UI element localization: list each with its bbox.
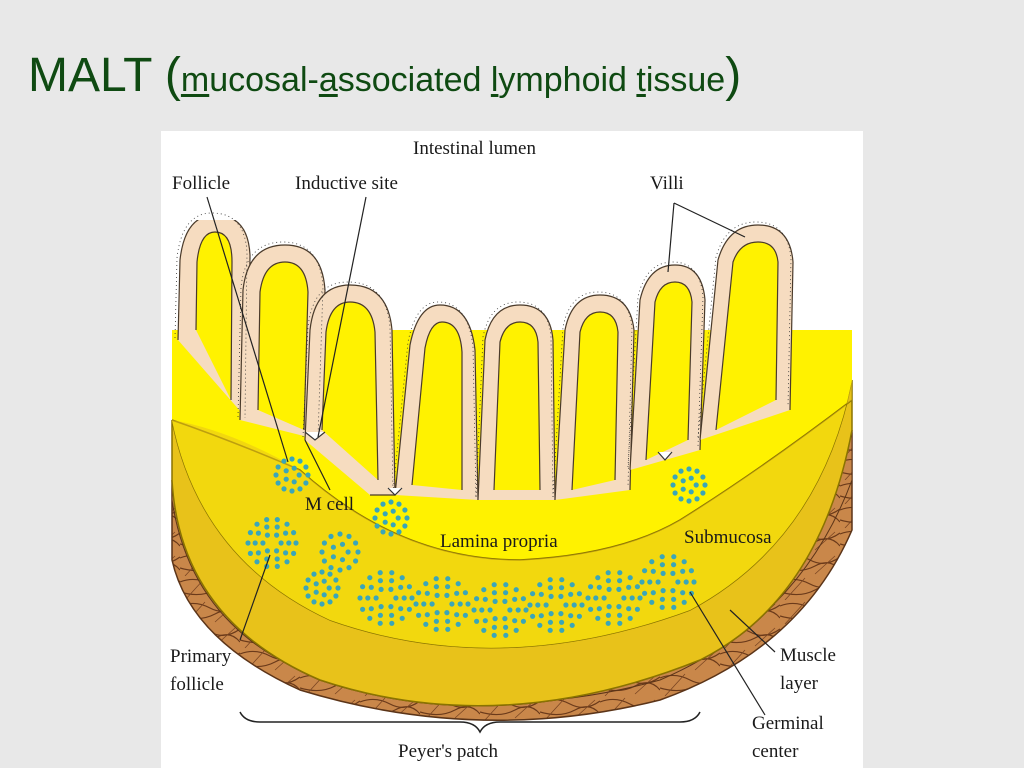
villus [394, 304, 479, 501]
lymphoid-follicle [585, 570, 643, 626]
lymphoid-follicle [319, 531, 361, 573]
title-word-tissue: issue [645, 61, 726, 99]
malt-diagram: Intestinal lumen Follicle Inductive site… [161, 131, 863, 768]
label-intestinal-lumen: Intestinal lumen [413, 138, 536, 159]
label-peyers-patch: Peyer's patch [398, 741, 498, 762]
label-villi: Villi [650, 173, 684, 194]
m-cell [657, 451, 673, 461]
lymphoid-follicle [639, 554, 697, 610]
villus [699, 224, 794, 441]
slide-title: MALT (mucosal-associated lymphoid tissue… [28, 52, 741, 100]
lymphoid-follicle [303, 569, 341, 607]
label-submucosa: Submucosa [684, 527, 772, 548]
label-lamina-propria: Lamina propria [440, 531, 558, 552]
label-muscle-layer-1: Muscle [780, 645, 836, 666]
title-word-associated: ssociated [337, 61, 491, 99]
villus [239, 244, 326, 441]
label-germinal-center-2: center [752, 741, 799, 762]
lymphoid-follicle [413, 576, 471, 632]
label-muscle-layer-2: layer [780, 673, 819, 694]
label-primary-follicle-1: Primary [170, 646, 232, 667]
title-letter-t: t [636, 61, 646, 99]
lymphoid-follicle [471, 582, 529, 638]
title-word-mucosal: ucosal- [209, 61, 319, 99]
label-follicle: Follicle [172, 173, 230, 194]
title-letter-m: m [180, 61, 210, 99]
title-letter-l: l [490, 61, 499, 99]
leader-lines [206, 196, 776, 716]
lymphoid-follicle [372, 499, 410, 537]
label-germinal-center-1: Germinal [752, 713, 824, 734]
peyers-patch-brace [239, 711, 701, 734]
villus [177, 220, 251, 421]
title-letter-a: a [318, 61, 338, 99]
label-inductive-site: Inductive site [295, 173, 398, 194]
villus [477, 304, 556, 501]
m-cell [304, 431, 326, 441]
label-primary-follicle-2: follicle [170, 674, 224, 695]
title-suffix: ) [725, 49, 742, 102]
lymphoid-follicle [670, 466, 708, 504]
m-cell [387, 487, 403, 496]
brush-border [174, 212, 792, 498]
title-word-lymphoid: ymphoid [498, 61, 637, 99]
follicles [245, 456, 708, 638]
villus [629, 264, 706, 471]
lymphoid-follicle [527, 577, 585, 633]
label-m-cell: M cell [305, 494, 354, 515]
lymphoid-follicle [273, 456, 311, 494]
villus [554, 294, 635, 501]
title-prefix: MALT ( [28, 49, 181, 102]
lymphoid-follicle [245, 517, 299, 570]
lymphoid-follicle [357, 570, 415, 626]
